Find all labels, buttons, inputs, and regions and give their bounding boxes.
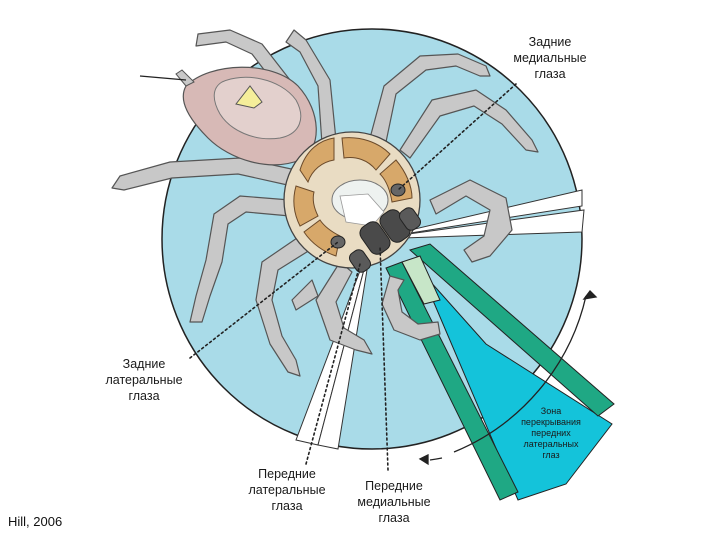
label-posterior-lateral-eyes: Задние латеральные глаза (105, 357, 183, 403)
spider-eyes (330, 183, 422, 273)
spider-cephalothorax (283, 131, 421, 269)
anterior-lateral-eye-right (398, 207, 422, 231)
anterior-lateral-eye-left (348, 249, 372, 273)
posterior-lateral-eye (330, 235, 346, 249)
label-anterior-lateral-eyes: Передние латеральные глаза (248, 467, 326, 513)
image-credit: Hill, 2006 (8, 514, 63, 529)
abdomen-marking (235, 85, 263, 109)
posterior-medial-eye (390, 183, 406, 197)
label-anterior-medial-eyes: Передние медиальные глаза (357, 479, 431, 525)
spider-abdomen (139, 66, 317, 166)
anterior-lateral-eye-beams (385, 243, 615, 501)
arc-arrows (418, 290, 598, 466)
label-posterior-medial-eyes: Задние медиальные глаза (513, 35, 587, 81)
leader-lines (189, 83, 517, 471)
anterior-medial-eye-left (359, 221, 391, 255)
label-overlap-zone: Зона перекрывания передних латеральных г… (521, 406, 581, 460)
